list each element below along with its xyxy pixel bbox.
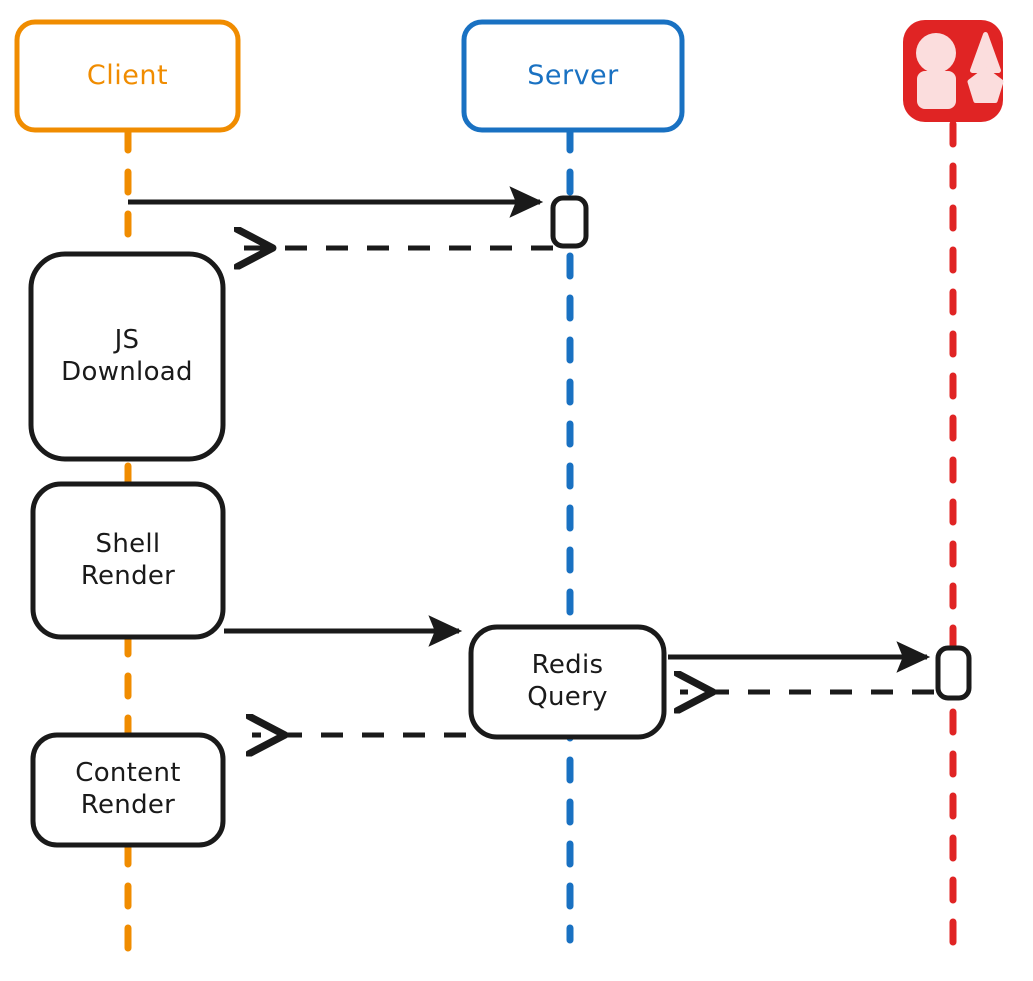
actor-box-client[interactable] [14,19,241,133]
step-box-shell-render[interactable] [30,481,226,640]
step-boxes [28,251,667,848]
activation-redis [935,645,972,701]
redis-shapes-icon[interactable] [903,20,1004,122]
rounded-square-icon [917,71,956,109]
circle-icon [916,33,956,73]
actor-box-server[interactable] [461,19,685,133]
step-box-js-download[interactable] [28,251,226,462]
activation-server [550,195,589,249]
step-box-content-render[interactable] [30,732,226,848]
messages [128,186,934,735]
actor-headers [14,19,1004,133]
activations [550,195,972,701]
pentagon-icon [967,67,1004,103]
step-box-redis-query[interactable] [468,624,667,740]
